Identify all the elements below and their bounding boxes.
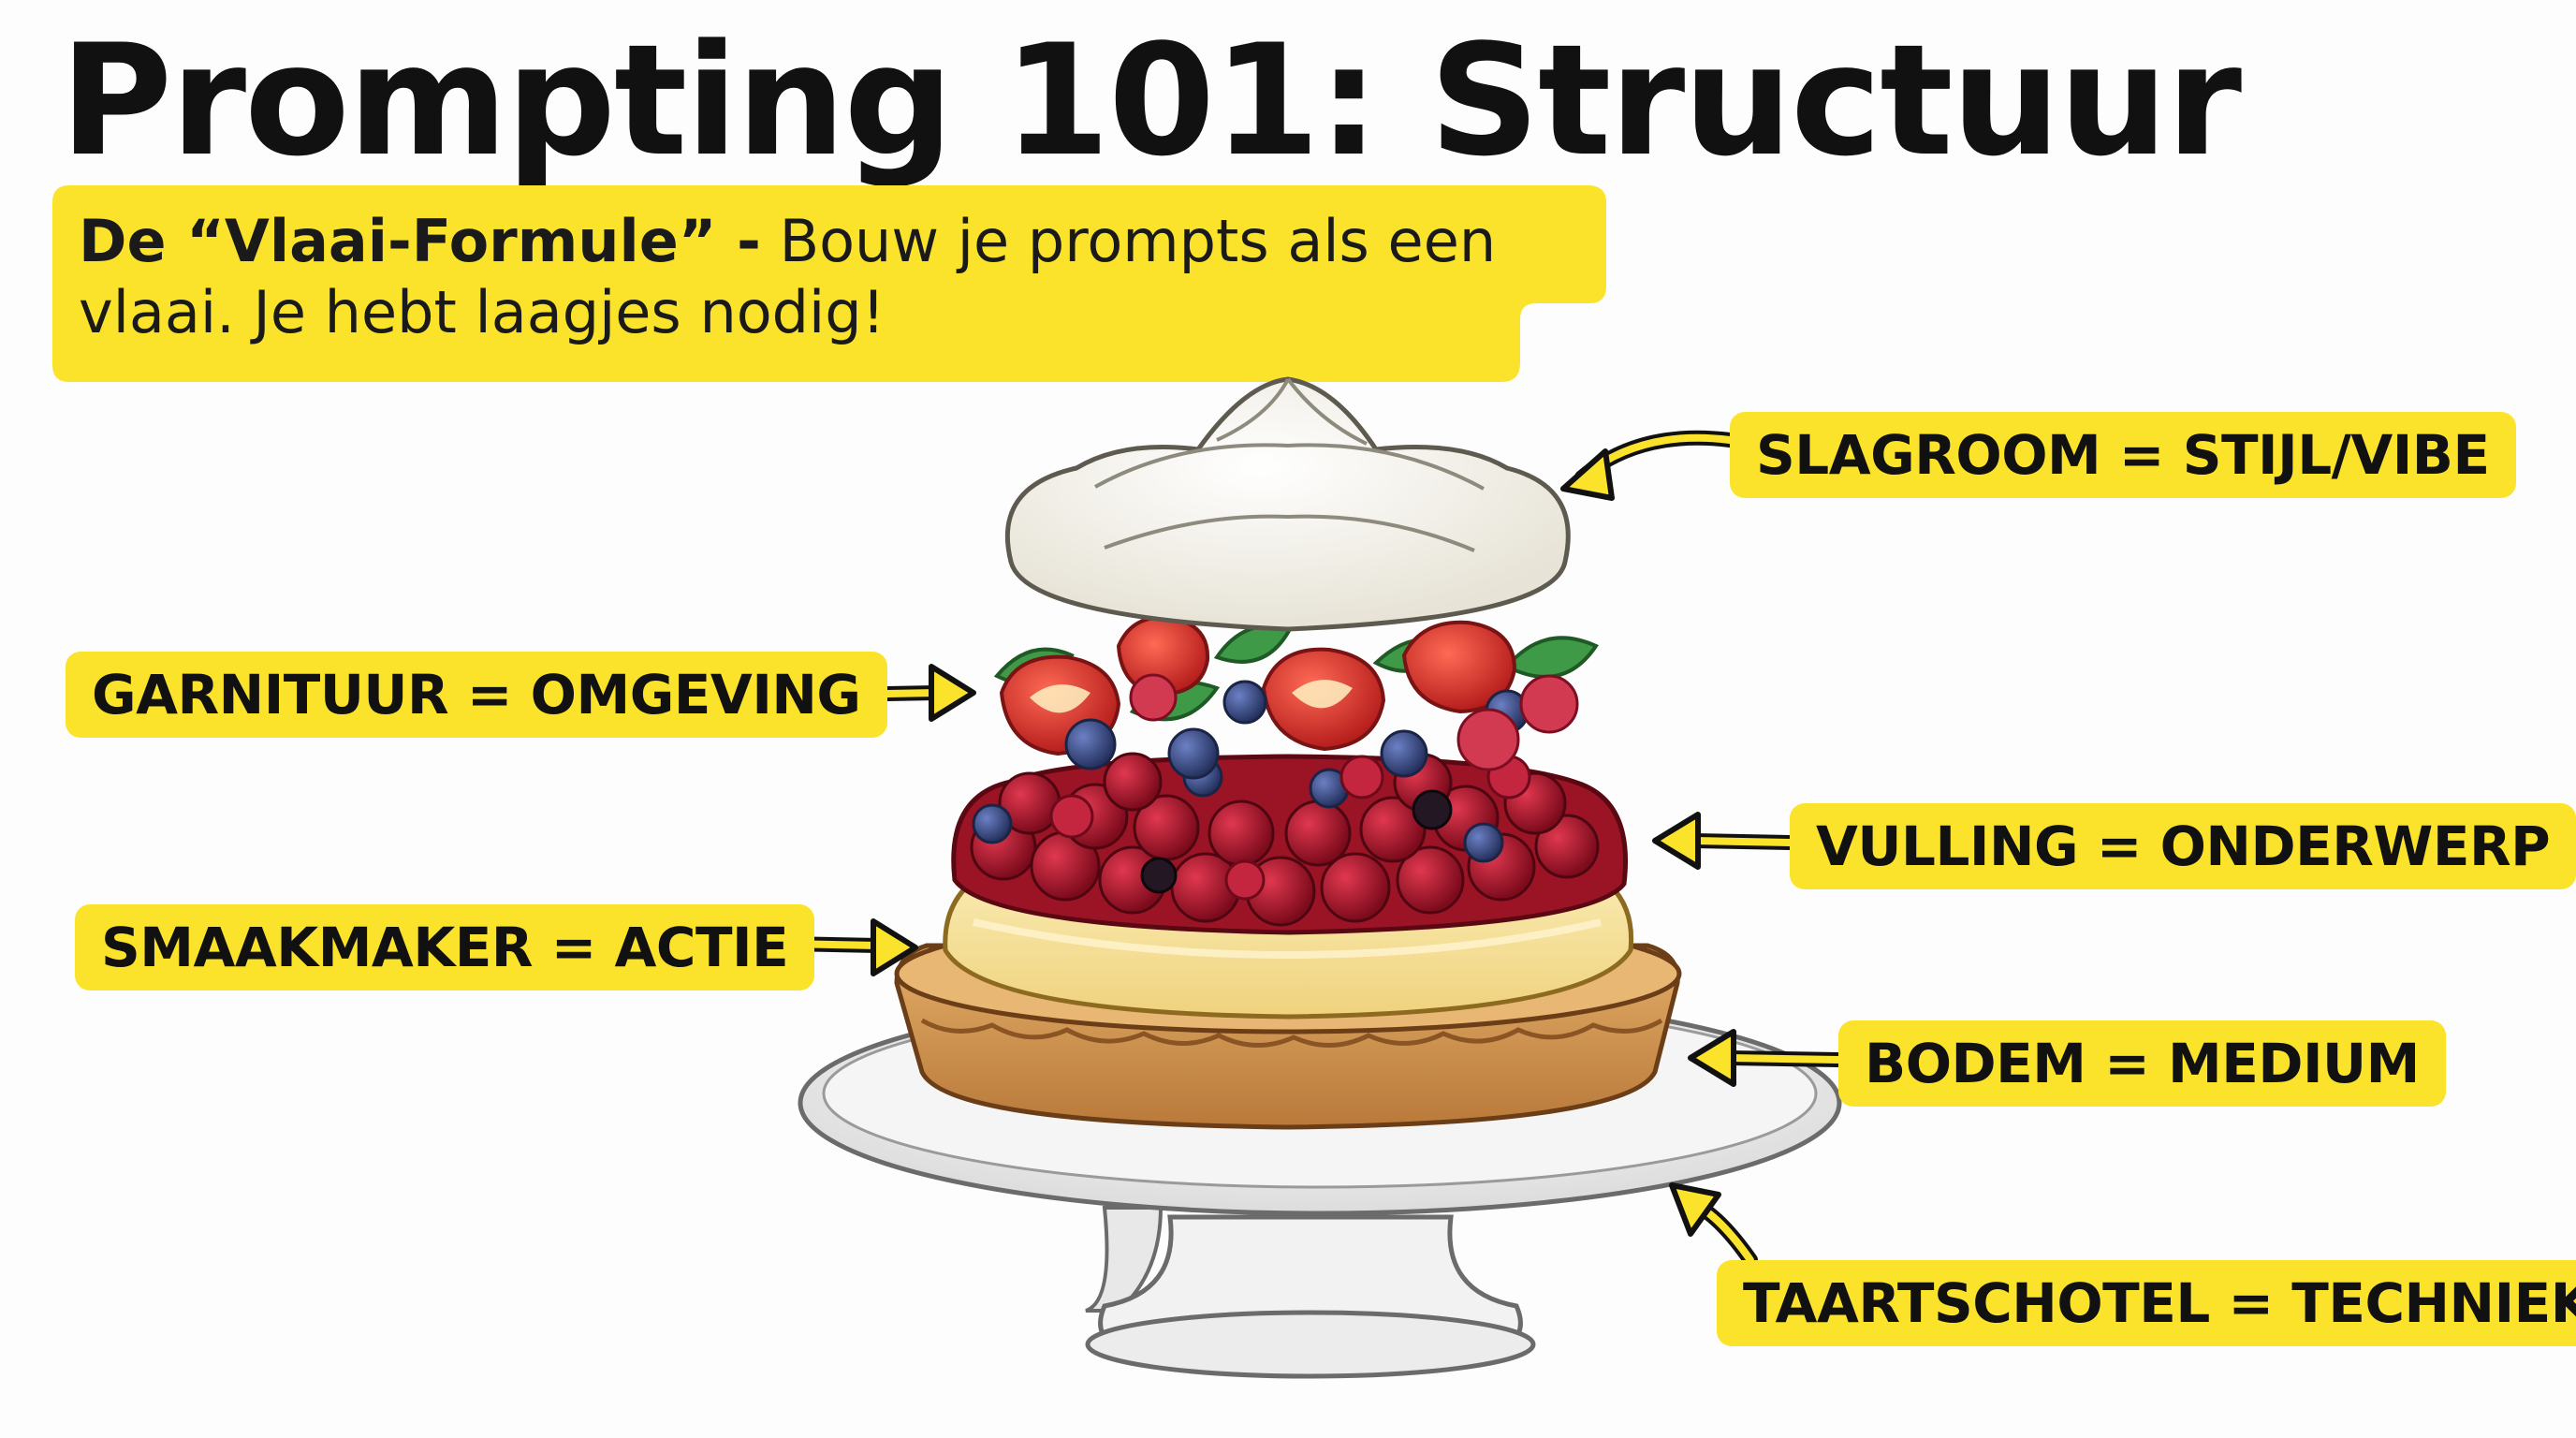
intro-text: De “Vlaai-Formule” - Bouw je prompts als… <box>79 206 1595 348</box>
label-slagroom: SLAGROOM = STIJL/VIBE <box>1730 412 2516 498</box>
intro-description: Bouw je prompts als een vlaai. Je hebt l… <box>79 207 1497 346</box>
label-taartschotel: TAARTSCHOTEL = TECHNIEK <box>1717 1260 2576 1346</box>
label-vulling: VULLING = ONDERWERP <box>1790 803 2576 889</box>
page-title: Prompting 101: Structuur <box>60 11 2242 190</box>
arrow-taartschotel <box>1669 1182 1758 1268</box>
intro-highlight-shape <box>52 185 1606 382</box>
garnish-layer <box>993 615 1599 780</box>
arrow-vulling <box>1652 812 1797 870</box>
arrow-bodem <box>1688 1029 1846 1087</box>
label-smaakmaker: SMAAKMAKER = ACTIE <box>75 904 815 990</box>
fruit-filling-layer <box>951 752 1629 935</box>
whipped-cream-layer <box>1004 376 1571 632</box>
label-garnituur: GARNITUUR = OMGEVING <box>66 652 887 738</box>
arrow-slagroom <box>1560 430 1737 501</box>
intro-formula-name: De “Vlaai-Formule” - <box>79 207 761 275</box>
intro-callout: De “Vlaai-Formule” - Bouw je prompts als… <box>52 185 1606 382</box>
label-bodem: BODEM = MEDIUM <box>1838 1020 2446 1107</box>
